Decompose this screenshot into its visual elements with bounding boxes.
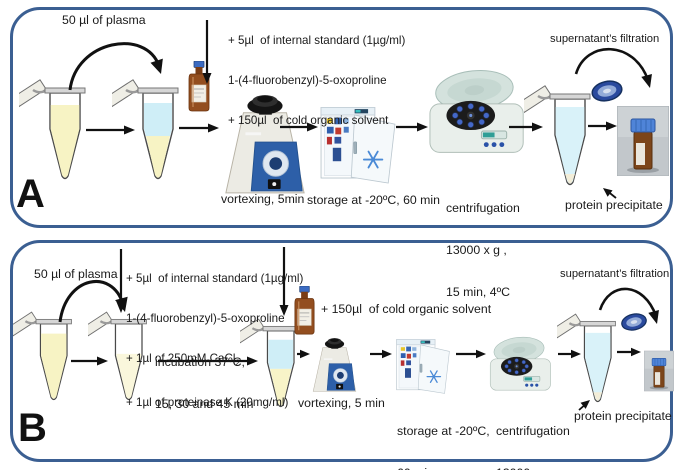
panel-b-letter: B [18, 406, 47, 450]
vortex-label-b: vortexing, 5 min [298, 396, 385, 410]
plasma-volume-label-b: 50 µl of plasma [34, 267, 118, 281]
additive-line: + 5µl of internal standard (1µg/ml) [228, 34, 406, 48]
panel-a-letter: A [16, 172, 45, 216]
syringe-filter-icon [620, 312, 648, 332]
additives-block-a: + 5µl of internal standard (1µg/ml) 1-(4… [228, 8, 405, 153]
additive-line: + 150µl of cold organic solvent [228, 113, 389, 127]
microtube-mixture-icon [240, 318, 299, 408]
filtration-label-a: supernatant’s filtration [550, 33, 660, 45]
vortex-mixer-icon [310, 337, 358, 393]
centrifuge-icon [428, 66, 530, 164]
additive-line: + 5µl of internal standard (1µg/ml) [126, 272, 304, 286]
solvent-label-b: + 150µl of cold organic solvent [321, 302, 492, 316]
microtube-supernatant-icon [524, 85, 591, 186]
incubation-label: incubation 37ºC, 15, 30 and 45 min [155, 355, 254, 411]
microtube-reaction-icon [88, 311, 147, 401]
storage-label-a: storage at -20ºC, 60 min [307, 193, 440, 207]
centrifugation-label-a: centrifugation 13000 x g , 15 min, 4ºC [446, 201, 520, 299]
amber-vial-icon [617, 106, 669, 176]
filtration-label-b: supernatant’s filtration [560, 268, 670, 280]
vortex-label-a: vortexing, 5min [221, 192, 305, 206]
precipitate-label-b: protein precipitate [574, 409, 672, 423]
additive-line: + 1µl of proteinase K (20mg/ml) [126, 395, 289, 409]
amber-vial-icon [644, 340, 674, 402]
centrifuge-icon [489, 336, 555, 396]
microtube-supernatant-icon [557, 313, 616, 403]
freezer-icon [393, 337, 453, 394]
additive-line: 1-(4-fluorobenzyl)-5-oxoproline [228, 74, 387, 88]
solvent-bottle-icon [186, 60, 212, 114]
plasma-volume-label-a: 50 µl of plasma [62, 13, 146, 27]
syringe-filter-icon [590, 79, 624, 103]
microtube-plasma-icon [19, 79, 86, 180]
additive-line: 1-(4-fluorobenzyl)-5-oxoproline [126, 312, 285, 326]
precipitate-label-a: protein precipitate [565, 198, 663, 212]
microtube-mixture-icon [112, 79, 179, 180]
centrifugation-label-b: centrifugation 13000 x g, 15 min, 4ºC [496, 424, 570, 470]
microtube-plasma-icon [13, 311, 72, 401]
storage-label-b: storage at -20ºC, 60 min [397, 424, 490, 470]
